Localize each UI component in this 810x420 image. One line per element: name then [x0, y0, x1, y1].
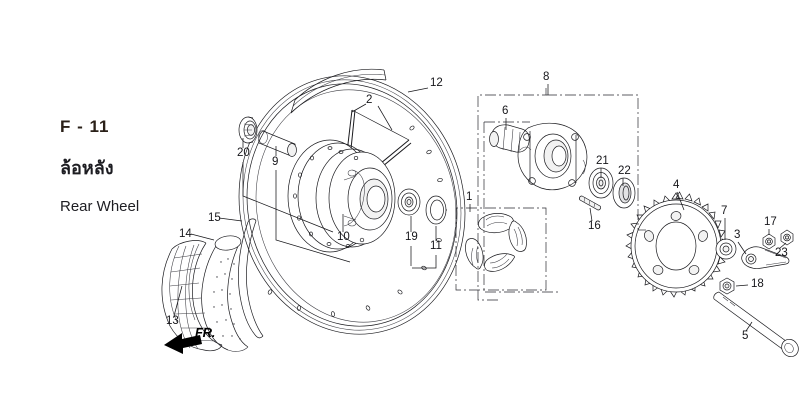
callout-3[interactable]: 3 — [734, 229, 741, 241]
part-rim-12 — [238, 75, 466, 335]
part-seal-22 — [612, 177, 636, 209]
callout-17[interactable]: 17 — [764, 216, 777, 228]
callout-7[interactable]: 7 — [721, 205, 728, 217]
assembly-boundary-6 — [483, 121, 560, 293]
callout-6[interactable]: 6 — [502, 105, 509, 117]
assembly-boundary-1 — [455, 207, 547, 291]
part-nut-23 — [780, 229, 794, 246]
part-distance-collar-6 — [489, 124, 530, 153]
title-block: F - 11 ล้อหลัง Rear Wheel — [60, 118, 139, 214]
callout-2[interactable]: 2 — [366, 94, 373, 106]
part-bearing-21 — [588, 167, 614, 199]
sheet-code: F - 11 — [60, 117, 110, 136]
direction-arrow-icon — [164, 333, 202, 354]
callout-9[interactable]: 9 — [272, 156, 279, 168]
part-pin-16 — [579, 195, 601, 211]
part-nut-17 — [762, 233, 776, 250]
callout-11[interactable]: 11 — [430, 240, 442, 252]
callout-13[interactable]: 13 — [166, 315, 179, 327]
front-direction-label: FR. — [195, 325, 216, 340]
sheet-title-thai: ล้อหลัง — [60, 158, 114, 178]
part-axle-5 — [713, 291, 799, 358]
callout-21[interactable]: 21 — [596, 155, 609, 167]
part-chain-adjuster-3 — [741, 246, 790, 269]
part-rim-segment-12 — [290, 68, 387, 114]
callout-19[interactable]: 19 — [405, 231, 418, 243]
callout-23[interactable]: 23 — [775, 247, 788, 259]
callout-16[interactable]: 16 — [588, 220, 601, 232]
part-hub-assembly-8 — [517, 122, 588, 191]
part-cush-rubbers-1 — [465, 213, 527, 272]
callout-10[interactable]: 10 — [337, 231, 350, 243]
callout-18[interactable]: 18 — [751, 278, 764, 290]
leader-lines — [173, 84, 787, 332]
part-bearing-20 — [238, 116, 258, 144]
callout-22[interactable]: 22 — [618, 165, 631, 177]
part-hub-10 — [287, 139, 396, 253]
part-sprocket-4 — [625, 191, 729, 298]
callout-1[interactable]: 1 — [466, 191, 473, 203]
part-bearing-19 — [397, 188, 421, 216]
sheet-title-english: Rear Wheel — [60, 198, 140, 215]
callout-5[interactable]: 5 — [742, 330, 749, 342]
part-inner-tube-14 — [201, 235, 249, 352]
callout-4[interactable]: 4 — [673, 179, 680, 191]
assembly-boundary-8 — [477, 88, 639, 301]
callout-20[interactable]: 20 — [237, 147, 250, 159]
part-rim-band-15 — [238, 218, 264, 339]
part-oring-11 — [425, 195, 447, 225]
callout-8[interactable]: 8 — [543, 71, 550, 83]
callout-14[interactable]: 14 — [179, 228, 192, 240]
callout-12[interactable]: 12 — [430, 77, 443, 89]
callout-15[interactable]: 15 — [208, 212, 221, 224]
part-collar-9 — [258, 130, 297, 157]
part-collar-7 — [715, 238, 737, 260]
part-flange-nut-18 — [719, 277, 735, 295]
